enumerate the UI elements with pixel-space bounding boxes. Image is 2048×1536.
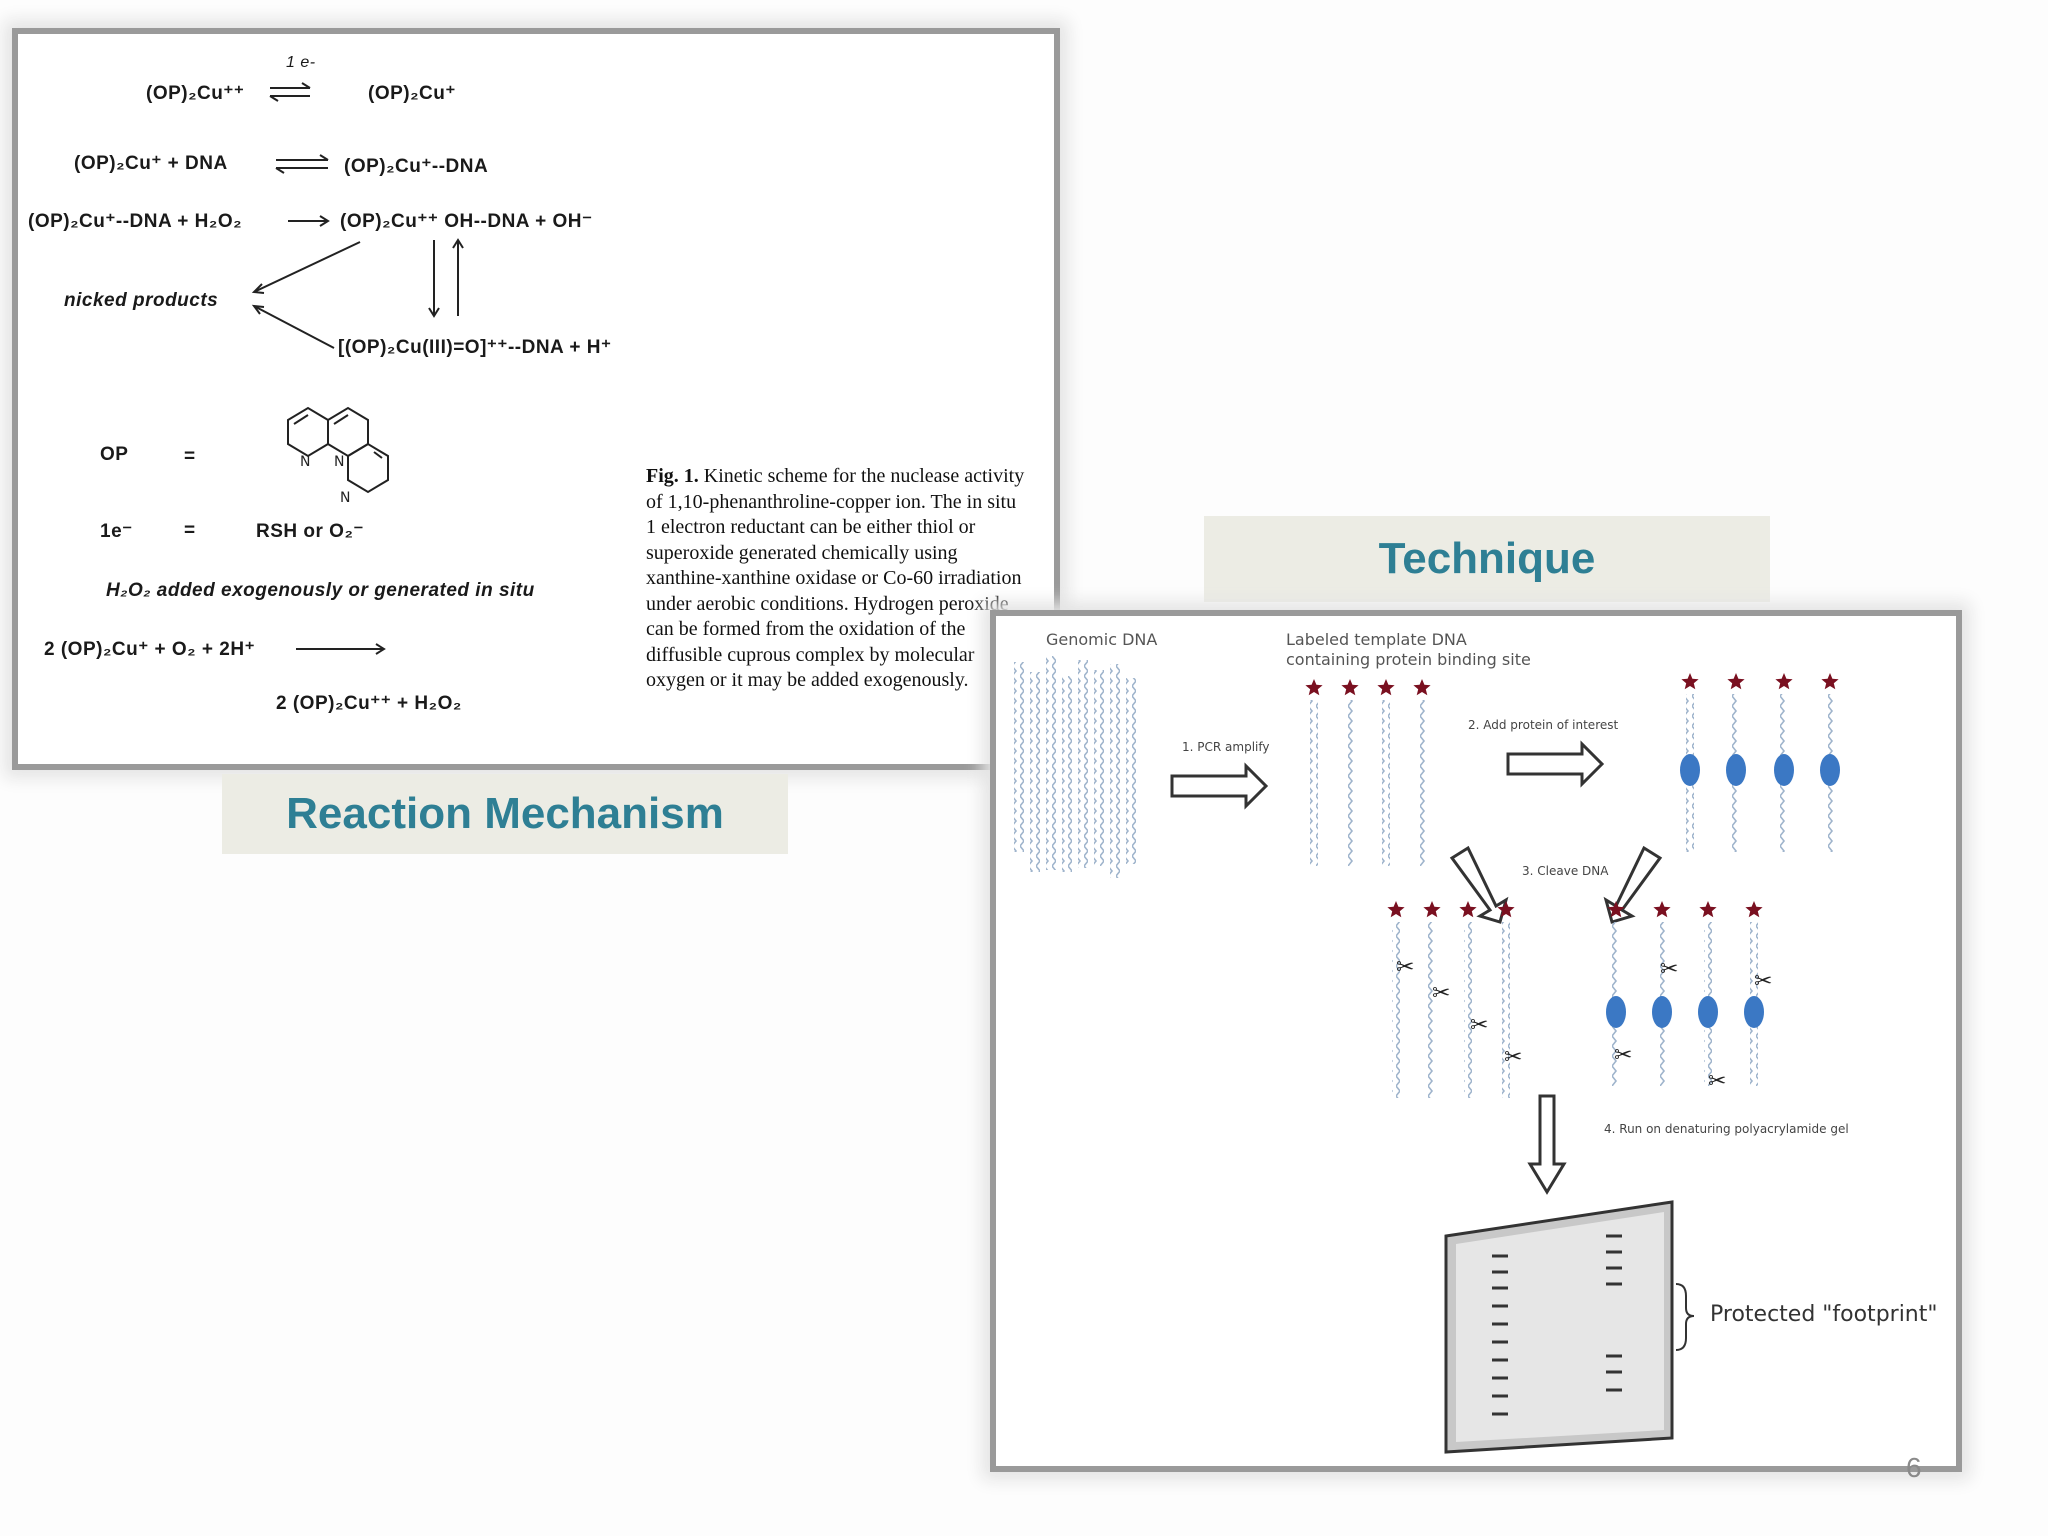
footprint-bracket: [1675, 1283, 1695, 1351]
svg-text:N: N: [300, 454, 310, 470]
genomic-dna-strands: [1014, 656, 1136, 878]
reaction-mechanism-caption: Reaction Mechanism: [222, 774, 788, 854]
dna-strand: [1428, 922, 1436, 1098]
gel-arrow: [1527, 1094, 1567, 1195]
dna-strand: [1392, 922, 1400, 1098]
mechanism-arrows: N N N: [251, 82, 464, 655]
dna-strand: [1502, 922, 1510, 1098]
dna-strand: [1418, 700, 1426, 866]
scissors-icon: ✂: [1708, 1069, 1726, 1094]
label-star: [1377, 679, 1395, 696]
step3-label: 3. Cleave DNA: [1522, 864, 1609, 878]
svg-text:N: N: [340, 490, 350, 506]
footprint-label: Protected "footprint": [1710, 1302, 1938, 1327]
protein-blob: [1680, 754, 1700, 786]
label-star: [1653, 901, 1671, 918]
dna-strand: [1382, 700, 1390, 866]
protein-blob: [1698, 996, 1718, 1028]
cleave-arrow-right: [1603, 845, 1663, 924]
eq2-right: (OP)₂Cu⁺--DNA: [344, 156, 489, 177]
label-star: [1305, 679, 1323, 696]
scissors-icon: ✂: [1470, 1013, 1488, 1038]
eq3-left: (OP)₂Cu⁺--DNA + H₂O₂: [28, 211, 243, 232]
label-star: [1341, 679, 1359, 696]
electron-label: 1e⁻: [100, 521, 133, 542]
label-star: [1699, 901, 1717, 918]
figure-caption-text: Kinetic scheme for the nuclease activity…: [646, 465, 1025, 691]
labeled-template-label: Labeled template DNA: [1286, 630, 1467, 649]
scissors-icon: ✂: [1432, 981, 1450, 1006]
step1-label: 1. PCR amplify: [1182, 740, 1270, 754]
label-star: [1423, 901, 1441, 918]
footprinting-technique-figure: ✂ ✂ ✂ ✂ ✂ ✂ ✂ ✂ Genomic DNA Labeled template DN…: [990, 610, 1962, 1472]
eq1-right: (OP)₂Cu⁺: [368, 83, 456, 104]
protein-blob: [1606, 996, 1626, 1028]
protein-blob: [1744, 996, 1764, 1028]
dna-strand: [1464, 922, 1472, 1098]
binding-site-label: containing protein binding site: [1286, 650, 1531, 669]
dna-strand: [1346, 700, 1354, 866]
technique-diagram: ✂ ✂ ✂ ✂ ✂ ✂ ✂ ✂: [1014, 656, 1840, 1454]
protein-blob: [1652, 996, 1672, 1028]
label-star: [1459, 901, 1477, 918]
label-star: [1775, 673, 1793, 690]
scissors-icon: ✂: [1396, 955, 1414, 980]
label-star: [1821, 673, 1839, 690]
add-protein-arrow: [1506, 740, 1605, 788]
label-star: [1727, 673, 1745, 690]
protein-blob: [1726, 754, 1746, 786]
nicked-products: nicked products: [64, 290, 219, 311]
scissors-icon: ✂: [1504, 1045, 1522, 1070]
genomic-dna-label: Genomic DNA: [1046, 630, 1158, 649]
label-star: [1497, 901, 1515, 918]
one-electron-label: 1 e-: [286, 54, 316, 71]
scissors-icon: ✂: [1660, 957, 1678, 982]
h2o2-note: H₂O₂ added exogenously or generated in s…: [106, 580, 535, 601]
label-star: [1413, 679, 1431, 696]
svg-text:N: N: [334, 454, 344, 470]
label-star: [1745, 901, 1763, 918]
figure-caption-label: Fig. 1.: [646, 465, 699, 487]
gel-slab: [1444, 1200, 1674, 1454]
label-star: [1681, 673, 1699, 690]
scissors-icon: ✂: [1614, 1043, 1632, 1068]
protein-blob: [1774, 754, 1794, 786]
eq4-right: [(OP)₂Cu(III)=O]⁺⁺--DNA + H⁺: [338, 337, 612, 358]
eq3-right: (OP)₂Cu⁺⁺ OH--DNA + OH⁻: [340, 211, 593, 232]
eq6: 2 (OP)₂Cu⁺⁺ + H₂O₂: [276, 693, 462, 714]
step4-label: 4. Run on denaturing polyacrylamide gel: [1604, 1122, 1849, 1136]
op-label: OP: [100, 444, 129, 465]
dna-strand: [1310, 700, 1318, 866]
label-star: [1387, 901, 1405, 918]
electron-equals: =: [184, 520, 196, 541]
eq1-left: (OP)₂Cu⁺⁺: [146, 83, 245, 104]
label-star: [1607, 901, 1625, 918]
pcr-arrow: [1170, 762, 1269, 810]
page-number: 6: [1906, 1452, 1922, 1483]
reaction-mechanism-figure: 1 e- (OP)₂Cu⁺⁺ (OP)₂Cu⁺ (OP)₂Cu⁺ + DNA (…: [12, 28, 1060, 770]
technique-caption: Technique: [1204, 516, 1770, 602]
cleave-arrow-left: [1449, 845, 1509, 924]
eq2-left: (OP)₂Cu⁺ + DNA: [74, 153, 228, 174]
gel-bands: [1492, 1234, 1622, 1416]
electron-value: RSH or O₂⁻: [256, 521, 364, 542]
eq5-left: 2 (OP)₂Cu⁺ + O₂ + 2H⁺: [44, 639, 256, 660]
op-equals: =: [184, 446, 196, 467]
scissors-icon: ✂: [1754, 969, 1772, 994]
protein-blob: [1820, 754, 1840, 786]
step2-label: 2. Add protein of interest: [1468, 718, 1619, 732]
figure-caption: Fig. 1. Kinetic scheme for the nuclease …: [646, 464, 1026, 764]
